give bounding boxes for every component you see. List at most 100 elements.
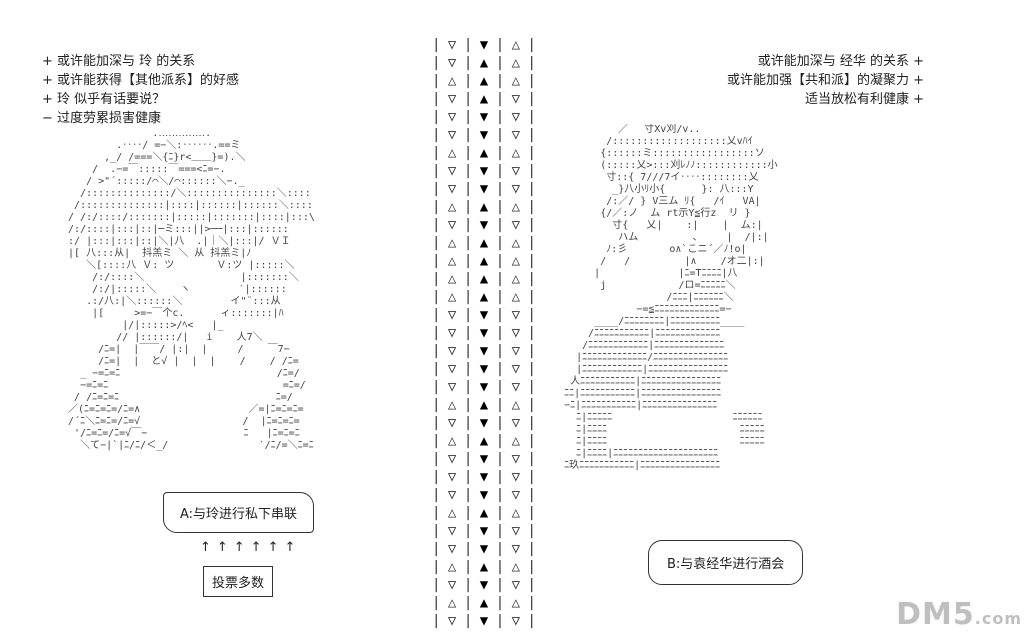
divider-bar: |	[463, 379, 473, 395]
divider-glyph: ▲	[479, 73, 489, 89]
divider-bar: |	[432, 613, 441, 629]
watermark-logo: DM5.com	[896, 597, 1022, 632]
divider-glyph: ▲	[479, 289, 489, 305]
divider-glyph: ▼	[479, 37, 489, 53]
divider-row: |▽|▲|△|	[432, 54, 536, 72]
divider-row: |▽|▼|▽|	[432, 414, 536, 432]
divider-bar: |	[527, 595, 536, 611]
divider-bar: |	[495, 361, 505, 377]
divider-glyph: △	[511, 559, 521, 575]
divider-bar: |	[463, 451, 473, 467]
divider-bar: |	[527, 559, 536, 575]
divider-bar: |	[527, 181, 536, 197]
divider-bar: |	[432, 253, 441, 269]
divider-bar: |	[432, 181, 441, 197]
divider-glyph: ▽	[447, 415, 457, 431]
divider-bar: |	[527, 235, 536, 251]
divider-bar: |	[432, 415, 441, 431]
divider-bar: |	[432, 91, 441, 107]
divider-glyph: ▽	[447, 91, 457, 107]
divider-glyph: ▲	[479, 433, 489, 449]
divider-bar: |	[495, 433, 505, 449]
divider-bar: |	[432, 505, 441, 521]
divider-glyph: ▽	[447, 343, 457, 359]
divider-glyph: ▽	[447, 109, 457, 125]
divider-glyph: ▽	[511, 109, 521, 125]
divider-glyph: ▽	[511, 343, 521, 359]
divider-bar: |	[463, 55, 473, 71]
divider-row: |▽|▼|▽|	[432, 180, 536, 198]
divider-row: |▽|▼|▽|	[432, 360, 536, 378]
divider-bar: |	[527, 523, 536, 539]
divider-glyph: △	[511, 433, 521, 449]
divider-bar: |	[463, 217, 473, 233]
divider-glyph: ▼	[479, 415, 489, 431]
vote-divider: |▽|▼|△||▽|▲|△||△|▲|△||▽|▲|▽||▽|▼|▽||▽|▼|…	[432, 36, 536, 629]
divider-glyph: △	[447, 397, 457, 413]
divider-glyph: ▼	[479, 325, 489, 341]
divider-bar: |	[432, 127, 441, 143]
divider-bar: |	[463, 559, 473, 575]
divider-row: |△|▲|△|	[432, 252, 536, 270]
divider-row: |▽|▼|▽|	[432, 342, 536, 360]
divider-bar: |	[432, 109, 441, 125]
divider-bar: |	[495, 451, 505, 467]
divider-row: |▽|▼|▽|	[432, 162, 536, 180]
divider-bar: |	[495, 343, 505, 359]
divider-bar: |	[495, 109, 505, 125]
divider-bar: |	[527, 199, 536, 215]
divider-glyph: ▼	[479, 487, 489, 503]
divider-bar: |	[432, 55, 441, 71]
divider-bar: |	[527, 433, 536, 449]
divider-bar: |	[463, 595, 473, 611]
divider-bar: |	[463, 37, 473, 53]
divider-glyph: ▲	[479, 397, 489, 413]
divider-row: |▽|▼|▽|	[432, 378, 536, 396]
divider-glyph: ▽	[511, 217, 521, 233]
divider-bar: |	[495, 235, 505, 251]
divider-bar: |	[527, 415, 536, 431]
divider-bar: |	[495, 559, 505, 575]
choice-b-box[interactable]: B:与袁经华进行酒会	[648, 540, 804, 585]
divider-row: |▽|▼|▽|	[432, 468, 536, 486]
divider-row: |▽|▼|▽|	[432, 306, 536, 324]
divider-row: |△|▲|△|	[432, 144, 536, 162]
divider-glyph: ▲	[479, 559, 489, 575]
divider-glyph: ▼	[479, 307, 489, 323]
divider-bar: |	[463, 505, 473, 521]
divider-bar: |	[495, 595, 505, 611]
divider-bar: |	[463, 613, 473, 629]
character-art-left: .‥‥‥‥‥‥‥. .‥‥/ =−＼:‥‥‥.==ミ ,_/ /===＼{ﾆ}r…	[68, 128, 315, 451]
divider-bar: |	[463, 397, 473, 413]
divider-bar: |	[463, 145, 473, 161]
divider-bar: |	[495, 397, 505, 413]
divider-glyph: ▽	[447, 127, 457, 143]
divider-glyph: △	[511, 73, 521, 89]
divider-bar: |	[495, 415, 505, 431]
divider-glyph: △	[447, 199, 457, 215]
divider-bar: |	[527, 541, 536, 557]
divider-bar: |	[495, 55, 505, 71]
divider-bar: |	[463, 325, 473, 341]
divider-bar: |	[527, 577, 536, 593]
divider-bar: |	[495, 217, 505, 233]
divider-glyph: ▽	[447, 487, 457, 503]
divider-bar: |	[527, 253, 536, 269]
choice-a-box[interactable]: A:与玲进行私下串联	[163, 492, 315, 533]
divider-bar: |	[432, 217, 441, 233]
divider-row: |△|▲|△|	[432, 558, 536, 576]
divider-glyph: ▼	[479, 613, 489, 629]
divider-glyph: ▽	[447, 577, 457, 593]
divider-bar: |	[495, 181, 505, 197]
divider-bar: |	[495, 307, 505, 323]
divider-bar: |	[432, 523, 441, 539]
divider-glyph: ▽	[511, 181, 521, 197]
divider-bar: |	[463, 271, 473, 287]
divider-bar: |	[527, 109, 536, 125]
divider-row: |△|▲|△|	[432, 594, 536, 612]
divider-glyph: ▽	[511, 541, 521, 557]
divider-bar: |	[463, 181, 473, 197]
divider-bar: |	[463, 361, 473, 377]
divider-glyph: ▽	[447, 325, 457, 341]
divider-row: |▽|▼|▽|	[432, 522, 536, 540]
